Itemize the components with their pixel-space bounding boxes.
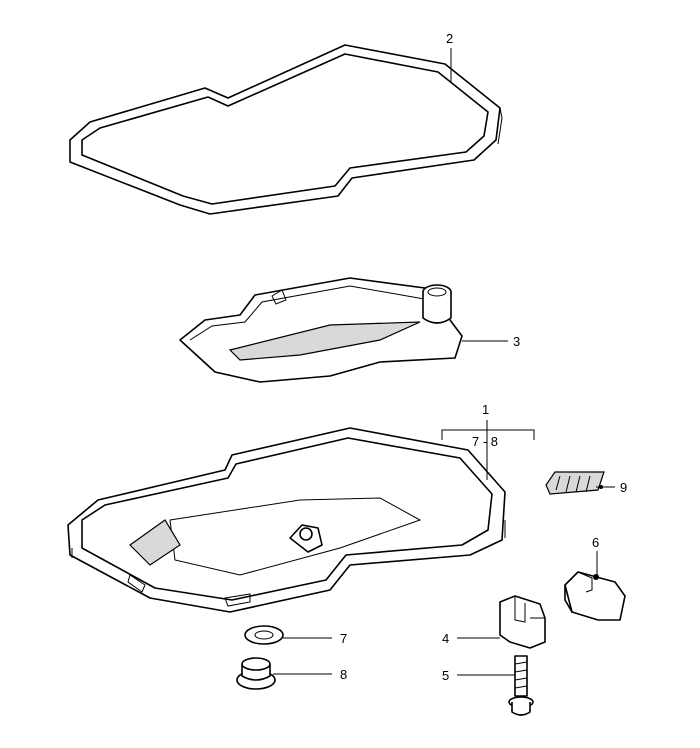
callout-1: 1 [482, 402, 489, 417]
part-2-gasket [69, 44, 503, 215]
part-3-filter [179, 277, 463, 383]
callout-4: 4 [442, 631, 449, 646]
callout-2: 2 [446, 31, 453, 46]
leader-lines [273, 48, 615, 676]
callout-labels: 2 3 1 7 - 8 9 6 4 5 7 8 [340, 31, 627, 683]
part-4-holder [499, 595, 546, 649]
callout-range-7-8: 7 - 8 [472, 434, 498, 449]
part-1-oil-pan [67, 427, 506, 613]
callout-6: 6 [592, 535, 599, 550]
part-7-seal-ring [244, 625, 284, 645]
part-8-drain-plug [236, 657, 276, 690]
callout-8: 8 [340, 667, 347, 682]
part-6-bracket [564, 571, 626, 621]
part-9-clip-strip [545, 471, 605, 495]
part-5-bolt [508, 655, 534, 716]
bracket-1 [441, 429, 535, 440]
callout-7: 7 [340, 631, 347, 646]
callout-9: 9 [620, 480, 627, 495]
callout-3: 3 [513, 334, 520, 349]
callout-5: 5 [442, 668, 449, 683]
